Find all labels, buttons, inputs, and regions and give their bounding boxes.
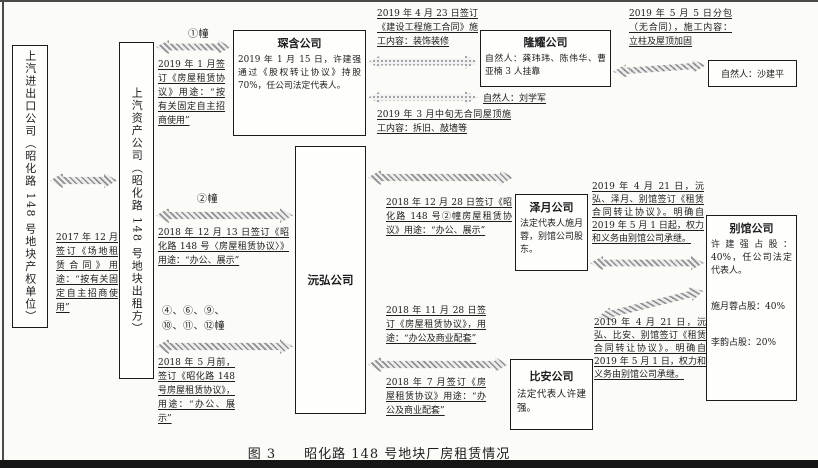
box-saic-asset-label: 上汽资产公司（昭化路 148 号地块出租方） <box>130 86 144 335</box>
box-chenhan-body: 2019 年 1 月 15 日，许建强通过《股权转让协议》持股 70%，任公司法… <box>238 55 361 91</box>
note-roof-2019-3: 2019 年 3 月中旬无合同屋顶施工内容：拆旧、敲墙等 <box>377 110 511 134</box>
box-bieguan-shareholder-1: 许建强占股：40%，任公司法定代表人。 <box>711 240 792 277</box>
note-lease-2018-12-28: 2018 年 12 月 28 日签订《昭化路 148 号②幢房屋租赁协议》用途：… <box>386 198 512 236</box>
scan-bottom-bar <box>0 460 818 468</box>
note-lease-2018-11-28: 2018 年 11 月 28 日签订《房屋租赁协议》，用途：“办公及商业配套” <box>386 306 486 344</box>
box-longyao-body: 自然人：龚玮玮、陈伟华、曹亚楠 3 人挂靠 <box>485 54 606 77</box>
arrow-yuanhong-bian <box>368 357 508 372</box>
box-zeyue-title: 泽月公司 <box>529 201 574 214</box>
box-bian-body: 法定代表人许建强。 <box>517 389 586 414</box>
box-longyao-title: 隆耀公司 <box>523 36 568 49</box>
box-saic-import-export-label: 上汽进出口公司（昭化路 148 号地块产权单位） <box>23 50 37 323</box>
scan-left-edge <box>2 0 4 468</box>
figure-caption: 图 3 昭化路 148 号地块厂房租赁情况 <box>247 447 511 462</box>
box-yuanhong-title: 沅弘公司 <box>307 273 354 287</box>
note-construction-2019-4-23: 2019 年 4 月 23 日签订《建设工程施工合同》施工内容：装饰装修 <box>377 9 478 47</box>
box-saic-import-export: 上汽进出口公司（昭化路 148 号地块产权单位） <box>12 45 48 328</box>
box-chenhan-title: 琛含公司 <box>277 37 322 50</box>
note-subcontract-2019-5-5: 2019 年 5 月 5 日分包（无合同），施工内容：立柱及屋顶加固 <box>629 9 732 47</box>
note-lease-2018-5: 2018 年 5 月前，签订《昭化路 148 号房屋租赁协议》，用途：“办公、展… <box>158 358 235 424</box>
scan-top-edge <box>0 0 818 2</box>
box-bieguan-shareholder-2: 施月蓉占股：40% <box>711 302 786 313</box>
arrow-asset-chenhan-building1 <box>156 40 231 54</box>
box-zeyue: 泽月公司 法定代表人施月蓉，别馆公司股东。 <box>515 194 588 271</box>
box-shajianping-label: 自然人：沙建平 <box>720 70 784 80</box>
box-chenhan: 琛含公司 2019 年 1 月 15 日，许建强通过《股权转让协议》持股 70%… <box>233 30 366 136</box>
note-transfer-zeyue: 2019 年 4 月 21 日，沅弘、泽月、别馆签订《租赁合同转让协议》。明确自… <box>592 182 704 245</box>
arrow-ie-asset <box>50 173 117 188</box>
box-yuanhong: 沅弘公司 <box>295 146 366 414</box>
arrow-chenhan-longyao-construction <box>368 55 478 69</box>
note-lease-2017: 2017 年 12 月签订《场地租赁合同》用途：“按有关固定自主招商使用” <box>56 233 118 313</box>
arrow-chenhan-longyao-natural-person <box>368 91 478 104</box>
box-bian: 比安公司 法定代表人许建强。 <box>510 359 593 430</box>
box-longyao: 隆耀公司 自然人：龚玮玮、陈伟华、曹亚楠 3 人挂靠 <box>480 30 611 87</box>
note-lease-2019-1: 2019 年 1 月签订《房屋租赁协议》用途：“按有关固定自主招商使用” <box>158 60 225 126</box>
label-building-1: ①幢 <box>188 29 209 40</box>
note-lease-2018-12-13: 2018 年 12 月 13 日签订《昭化路 148 号〈房屋租赁协议〉》用途：… <box>158 228 289 266</box>
box-bian-title: 比安公司 <box>529 370 574 383</box>
box-zeyue-body: 法定代表人施月蓉，别馆公司股东。 <box>520 219 584 256</box>
arrow-longyao-shajianping <box>613 59 707 78</box>
box-saic-asset: 上汽资产公司（昭化路 148 号地块出租方） <box>119 42 154 379</box>
arrow-asset-yuanhong-building2 <box>156 208 293 223</box>
box-bieguan: 别馆公司 许建强占股：40%，任公司法定代表人。 施月蓉占股：40% 李韵占股：… <box>706 215 797 401</box>
box-bieguan-shareholder-3: 李韵占股：20% <box>711 338 777 349</box>
label-building-multi: ④、⑥、⑨、⑩、⑪、⑫幢 <box>162 306 225 332</box>
arrow-asset-yuanhong-multi-buildings <box>156 339 293 354</box>
arrow-zeyue-bieguan <box>590 256 704 270</box>
note-lease-2018-7: 2018 年 7 月签订《房屋租赁协议》用途：“办公及商业配套” <box>386 378 486 416</box>
note-liu-xuejun: 自然人：刘学军 <box>483 94 547 104</box>
label-building-2: ②幢 <box>197 194 218 205</box>
arrow-yuanhong-zeyue <box>368 170 513 185</box>
box-bieguan-title: 别馆公司 <box>729 222 774 235</box>
note-transfer-bian: 2019 年 4 月 21 日，沅弘、比安、别馆签订《租赁合同转让协议》。明确自… <box>594 318 706 381</box>
box-shajianping: 自然人：沙建平 <box>708 60 797 87</box>
